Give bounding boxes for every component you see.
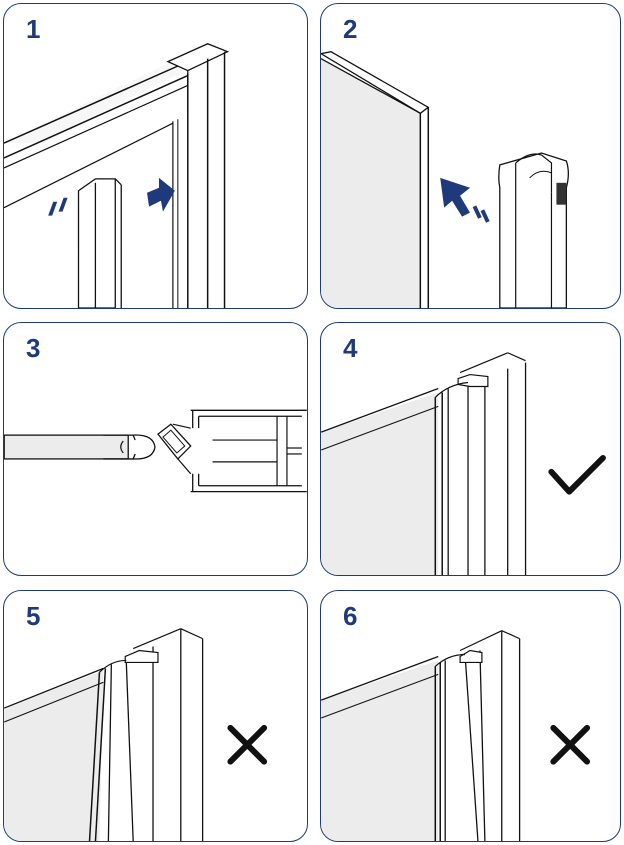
check-icon <box>548 454 606 495</box>
insert-arrow-icon <box>48 177 175 216</box>
step-number: 1 <box>26 14 41 44</box>
step-number: 5 <box>26 601 41 631</box>
step-4-panel: 4 <box>320 322 621 576</box>
step-1-panel: 1 <box>3 3 308 309</box>
step-number: 3 <box>26 333 41 363</box>
insert-arrow-icon <box>440 177 490 223</box>
step-number: 4 <box>343 333 358 363</box>
step-2-panel: 2 <box>320 3 621 309</box>
step-2-illustration <box>321 51 569 308</box>
step-3-panel: 3 <box>3 322 308 576</box>
step-3-illustration <box>4 409 307 493</box>
step-number: 6 <box>343 601 358 631</box>
step-1-illustration <box>4 43 230 308</box>
step-5-illustration <box>4 628 268 841</box>
step-4-illustration <box>321 352 606 575</box>
step-6-panel: 6 <box>320 590 621 842</box>
cross-icon <box>550 724 591 765</box>
step-5-panel: 5 <box>3 590 308 842</box>
step-6-illustration <box>321 630 591 841</box>
cross-icon <box>227 724 268 765</box>
step-number: 2 <box>343 14 358 44</box>
